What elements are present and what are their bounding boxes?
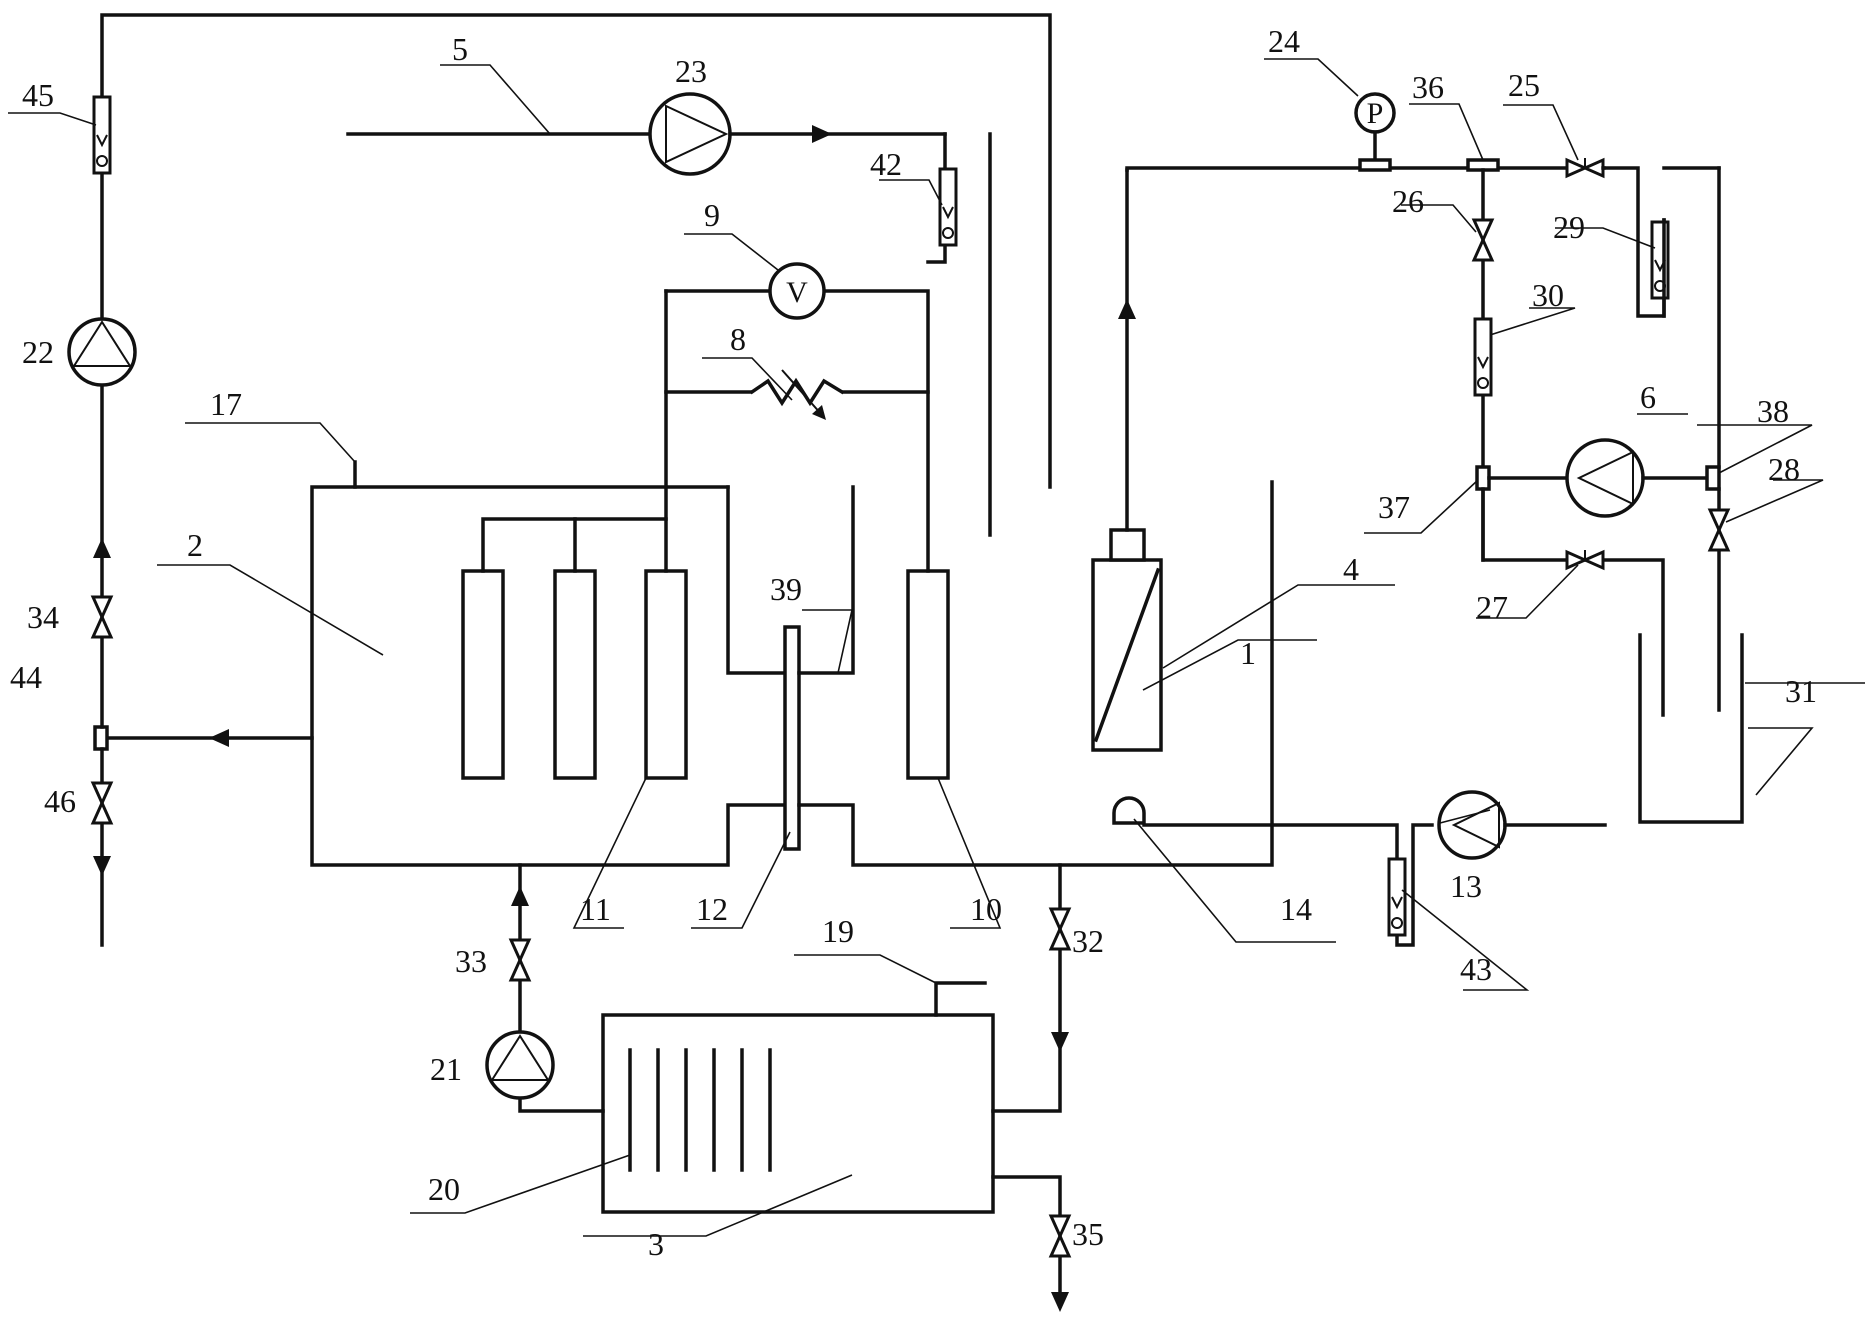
electrode-10 [906, 569, 950, 780]
label-8: 8 [730, 321, 746, 357]
flowmeter-42 [938, 167, 958, 247]
tee-37 [1475, 465, 1491, 491]
label-35: 35 [1072, 1216, 1104, 1252]
flowmeter-30 [1473, 317, 1493, 397]
label-38: 38 [1757, 393, 1789, 429]
flowmeter-43 [1387, 857, 1407, 937]
membrane-12 [783, 625, 801, 851]
label-24: 24 [1268, 23, 1300, 59]
valve-33 [509, 938, 531, 982]
label-37: 37 [1378, 489, 1410, 525]
valve-28 [1708, 508, 1730, 552]
label-26: 26 [1392, 183, 1424, 219]
label-14: 14 [1280, 891, 1312, 927]
label-33: 33 [455, 943, 487, 979]
label-29: 29 [1553, 209, 1585, 245]
label-34: 34 [27, 599, 59, 635]
label-30: 30 [1532, 277, 1564, 313]
label-11: 11 [580, 891, 611, 927]
label-23: 23 [675, 53, 707, 89]
pump-21 [485, 1030, 555, 1100]
tank-1 [100, 13, 1399, 894]
label-44: 44 [10, 659, 42, 695]
electrodes-20 [628, 1048, 772, 1172]
voltmeter-symbol: V [786, 276, 808, 309]
tee-38 [1705, 465, 1721, 491]
valve-46 [91, 781, 113, 825]
valve-27 [1565, 548, 1605, 570]
label-42: 42 [870, 146, 902, 182]
label-17: 17 [210, 386, 242, 422]
label-4: 4 [1343, 551, 1359, 587]
labels: 1 2 3 4 5 6 8 9 10 11 12 13 14 17 19 20 … [10, 23, 1817, 1262]
electrode-11a [461, 569, 505, 780]
label-25: 25 [1508, 67, 1540, 103]
label-10: 10 [970, 891, 1002, 927]
leader-lines [8, 58, 1865, 1237]
label-6: 6 [1640, 379, 1656, 415]
pump-22 [67, 317, 137, 387]
label-2: 2 [187, 527, 203, 563]
label-28: 28 [1768, 451, 1800, 487]
voltmeter-9 [768, 262, 826, 320]
label-12: 12 [696, 891, 728, 927]
valve-32 [1049, 907, 1071, 951]
valve-26 [1472, 218, 1494, 262]
tank-2 [310, 289, 787, 867]
label-20: 20 [428, 1171, 460, 1207]
electrode-11b [553, 569, 597, 780]
label-13: 13 [1450, 868, 1482, 904]
label-46: 46 [44, 783, 76, 819]
label-21: 21 [430, 1051, 462, 1087]
label-36: 36 [1412, 69, 1444, 105]
tank-3 [601, 1013, 995, 1214]
label-27: 27 [1476, 589, 1508, 625]
label-3: 3 [648, 1226, 664, 1262]
tank-31 [1638, 633, 1744, 824]
label-9: 9 [704, 197, 720, 233]
label-43: 43 [1460, 951, 1492, 987]
pump-23 [648, 92, 732, 176]
label-5: 5 [452, 31, 468, 67]
tee-44 [93, 725, 109, 751]
label-39: 39 [770, 571, 802, 607]
label-22: 22 [22, 334, 54, 370]
label-19: 19 [822, 913, 854, 949]
variable-resistor-8 [749, 369, 845, 420]
valve-34 [91, 595, 113, 639]
label-32: 32 [1072, 923, 1104, 959]
label-31: 31 [1785, 673, 1817, 709]
pump-13 [1437, 790, 1507, 860]
label-45: 45 [22, 77, 54, 113]
pressure-symbol: P [1367, 97, 1384, 130]
electrode-11 [644, 569, 688, 780]
label-1: 1 [1240, 635, 1256, 671]
valve-35 [1049, 1214, 1071, 1258]
valve-25 [1565, 156, 1605, 178]
aerator-14 [1112, 796, 1146, 825]
flowmeter-45 [92, 95, 112, 175]
